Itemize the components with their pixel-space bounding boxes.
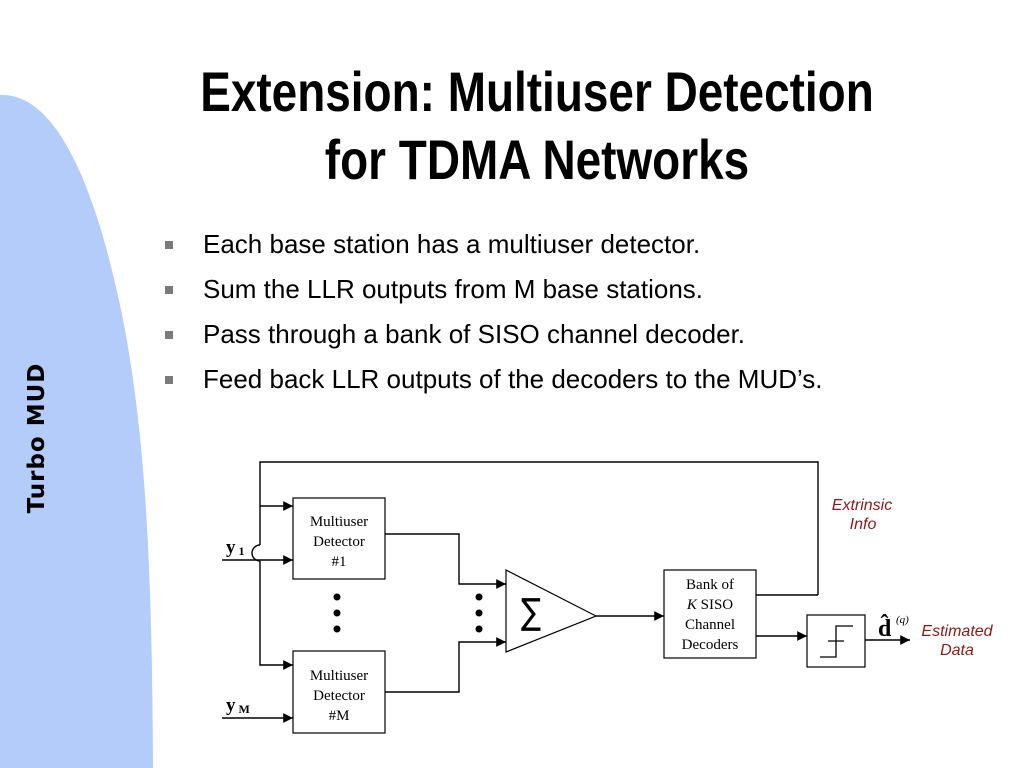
title-line-2: for TDMA Networks (324, 128, 750, 191)
bullet-square-icon (165, 286, 173, 294)
feedback-hop (251, 544, 261, 562)
feedback-line (259, 461, 819, 595)
slide-title: Extension: Multiuser Detection for TDMA … (195, 58, 879, 194)
detector-1-label: Detector (313, 534, 365, 550)
bullet-item: Pass through a bank of SISO channel deco… (165, 312, 823, 357)
detector-M-output-line (385, 637, 506, 693)
feedback-line-lower (259, 561, 293, 670)
bullet-square-icon (165, 241, 173, 249)
detector-M-label: Multiuser (310, 668, 368, 684)
output-superscript: (q) (896, 614, 909, 626)
decoder-bank-box (663, 569, 757, 659)
bullet-item: Sum the LLR outputs from M base stations… (165, 267, 823, 312)
bullet-item: Each base station has a multiuser detect… (165, 222, 823, 267)
detector-1-output-line (385, 533, 506, 589)
extrinsic-info-label: Info (850, 516, 877, 533)
decoder-bank-label: Decoders (682, 637, 739, 653)
bullet-square-icon (165, 331, 173, 339)
detector-M-label: #M (329, 708, 350, 724)
bullet-text: Sum the LLR outputs from M base stations… (203, 274, 704, 304)
decoder-bank-label: Channel (685, 617, 735, 633)
detector-1-label: Multiuser (310, 514, 368, 530)
bullet-square-icon (165, 376, 173, 384)
bullet-list: Each base station has a multiuser detect… (165, 222, 823, 402)
detector-M-label: Detector (313, 688, 365, 704)
bullet-text: Pass through a bank of SISO channel deco… (203, 319, 746, 349)
detector-1-box (292, 497, 386, 580)
detector-M-box (292, 650, 386, 734)
summer-block (505, 569, 598, 653)
detector-1-label: #1 (332, 554, 347, 570)
step-function-icon (820, 625, 853, 658)
bullet-item: Feed back LLR outputs of the decoders to… (165, 357, 823, 402)
ellipsis-dots-left (333, 593, 341, 633)
decoder-bank-label: K SISO (686, 597, 733, 613)
bullet-text: Each base station has a multiuser detect… (203, 229, 701, 259)
estimated-data-label: Estimated (921, 623, 993, 640)
decoder-bank-label: Bank of (686, 577, 734, 593)
ellipsis-dots-right (475, 593, 483, 633)
bullet-text: Feed back LLR outputs of the decoders to… (203, 364, 823, 394)
title-line-1: Extension: Multiuser Detection (200, 60, 874, 123)
output-symbol: d̂ (878, 614, 892, 642)
extrinsic-info-label: Extrinsic (832, 497, 892, 514)
sigma-icon: ∑ (521, 590, 541, 632)
estimated-data-label: Data (940, 642, 974, 659)
